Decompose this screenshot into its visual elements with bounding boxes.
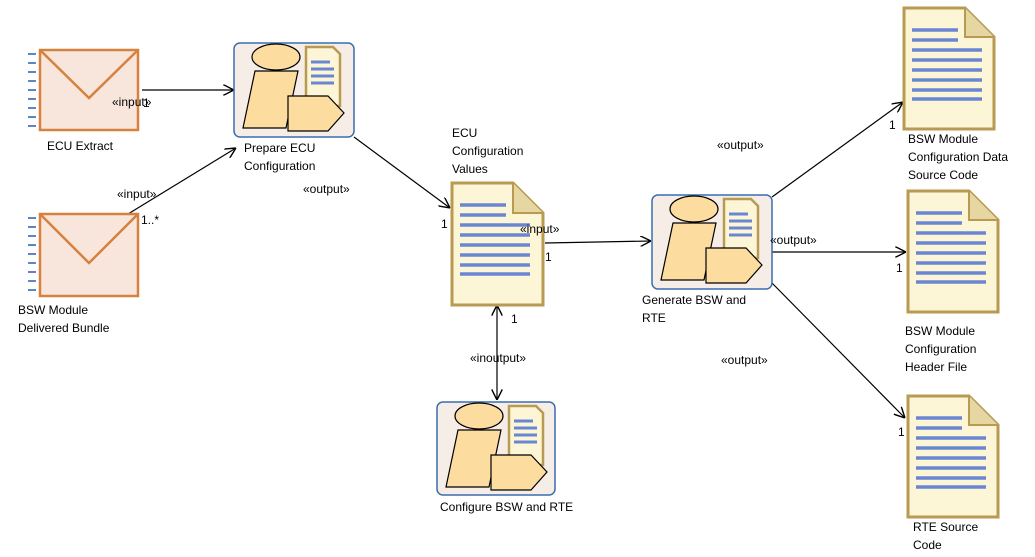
label-ecu-values: ECU Configuration Values (452, 126, 524, 176)
stereotype-e8: «output» (721, 353, 768, 367)
stereotype-e7: «output» (770, 233, 817, 247)
edge-bundle-to-prepare[interactable] (127, 148, 236, 215)
label-data-source: BSW Module Configuration Data Source Cod… (908, 132, 1009, 182)
node-bsw-bundle[interactable] (28, 212, 140, 298)
label-prepare: Prepare ECU Configuration (244, 141, 316, 173)
label-bsw-bundle: BSW Module Delivered Bundle (18, 303, 110, 335)
label-rte-source: RTE Source Code (913, 520, 979, 552)
document-icon (906, 189, 1000, 314)
document-icon (906, 394, 1000, 519)
multiplicity-e1: 1 (143, 96, 150, 110)
node-generate[interactable] (651, 194, 773, 290)
connectors (127, 90, 906, 418)
node-ecu-values[interactable] (450, 181, 545, 307)
stereotype-e2: «input» (117, 187, 157, 201)
stereotype-e5: «inoutput» (470, 351, 527, 365)
document-icon (450, 181, 545, 307)
stereotype-e3: «output» (303, 182, 350, 196)
task-icon (242, 43, 345, 132)
task-icon (660, 195, 763, 284)
multiplicity-e7: 1 (896, 261, 903, 275)
label-configure: Configure BSW and RTE (440, 500, 574, 514)
stereotype-e6: «output» (717, 138, 764, 152)
label-header-file: BSW Module Configuration Header File (905, 324, 977, 374)
task-icon (445, 402, 548, 491)
multiplicity-e2: 1..* (141, 213, 160, 227)
node-configure[interactable] (436, 401, 556, 496)
node-data-source[interactable] (902, 6, 996, 131)
node-ecu-extract[interactable] (28, 48, 140, 132)
envelope-icon (28, 212, 140, 298)
multiplicity-e5: 1 (511, 312, 518, 326)
label-ecu-extract: ECU Extract (47, 139, 114, 153)
edge-generate-to-rte-source[interactable] (771, 282, 905, 418)
multiplicity-e4: 1 (545, 250, 552, 264)
node-prepare[interactable] (233, 42, 355, 138)
envelope-icon (28, 48, 140, 132)
multiplicity-e3: 1 (441, 217, 448, 231)
edge-prepare-to-values[interactable] (353, 136, 450, 208)
edge-values-to-generate[interactable] (544, 241, 651, 243)
document-icon (902, 6, 996, 131)
multiplicity-e8: 1 (898, 425, 905, 439)
stereotype-e4: «input» (520, 222, 560, 236)
multiplicity-e6: 1 (889, 118, 896, 132)
stereotype-e1: «input» (112, 95, 152, 109)
edge-generate-to-data-source[interactable] (771, 102, 903, 198)
node-rte-source[interactable] (906, 394, 1000, 519)
label-generate: Generate BSW and RTE (642, 293, 747, 325)
node-header-file[interactable] (906, 189, 1000, 314)
